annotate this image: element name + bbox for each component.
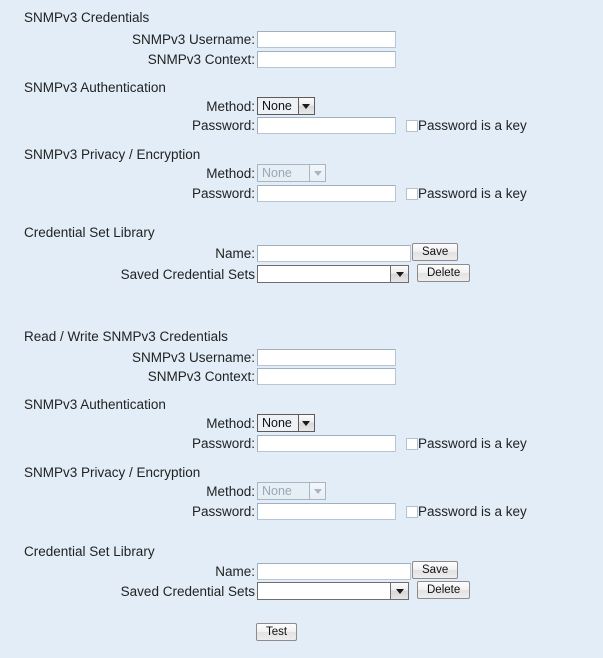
write-auth-method-row: Method: None bbox=[0, 413, 603, 435]
read-privacy-password-label: Password: bbox=[191, 186, 255, 201]
read-privacy-password-key-checkbox-wrap[interactable]: Password is a key bbox=[406, 183, 527, 205]
read-saved-sets-dropdown[interactable] bbox=[257, 265, 409, 283]
write-auth-password-label: Password: bbox=[191, 436, 255, 451]
write-saved-sets-value bbox=[258, 583, 390, 599]
read-auth-method-value: None bbox=[257, 97, 298, 115]
write-saved-sets-label: Saved Credential Sets bbox=[120, 584, 255, 599]
read-username-input[interactable] bbox=[257, 31, 396, 48]
read-auth-password-key-checkbox[interactable] bbox=[406, 120, 418, 132]
read-saved-sets-row: Saved Credential Sets Delete bbox=[0, 264, 603, 286]
write-privacy-method-row: Method: None bbox=[0, 481, 603, 503]
write-library-name-label: Name: bbox=[215, 564, 255, 579]
read-privacy-method-select: None bbox=[257, 164, 326, 182]
read-auth-password-input[interactable] bbox=[257, 117, 396, 134]
write-context-input[interactable] bbox=[257, 368, 396, 385]
read-auth-method-label: Method: bbox=[206, 99, 255, 114]
read-library-save-button[interactable]: Save bbox=[412, 243, 459, 261]
chevron-down-icon[interactable] bbox=[297, 97, 315, 115]
write-privacy-method-value: None bbox=[257, 482, 309, 500]
write-library-name-row: Name: Save bbox=[0, 561, 603, 583]
read-auth-password-label: Password: bbox=[191, 118, 255, 133]
read-library-heading: Credential Set Library bbox=[24, 225, 155, 240]
write-privacy-password-key-checkbox-wrap[interactable]: Password is a key bbox=[406, 501, 527, 523]
read-privacy-method-row: Method: None bbox=[0, 163, 603, 185]
read-auth-password-row: Password: Password is a key bbox=[0, 115, 603, 137]
read-library-name-input[interactable] bbox=[257, 245, 411, 262]
write-auth-heading: SNMPv3 Authentication bbox=[24, 397, 166, 412]
write-library-name-input[interactable] bbox=[257, 563, 411, 580]
write-privacy-password-row: Password: Password is a key bbox=[0, 501, 603, 523]
read-context-row: SNMPv3 Context: bbox=[0, 49, 603, 71]
read-auth-method-select[interactable]: None bbox=[257, 97, 315, 115]
write-privacy-password-key-label: Password is a key bbox=[418, 504, 527, 519]
write-library-heading: Credential Set Library bbox=[24, 544, 155, 559]
read-auth-password-key-checkbox-wrap[interactable]: Password is a key bbox=[406, 115, 527, 137]
read-privacy-password-key-checkbox[interactable] bbox=[406, 188, 418, 200]
read-library-delete-button[interactable]: Delete bbox=[417, 264, 471, 282]
chevron-down-icon bbox=[309, 482, 326, 500]
read-library-name-label: Name: bbox=[215, 246, 255, 261]
read-library-name-row: Name: Save bbox=[0, 243, 603, 265]
write-auth-password-key-label: Password is a key bbox=[418, 436, 527, 451]
write-username-row: SNMPv3 Username: bbox=[0, 347, 603, 369]
read-credentials-heading: SNMPv3 Credentials bbox=[24, 10, 150, 25]
chevron-down-icon[interactable] bbox=[390, 583, 408, 599]
read-privacy-heading: SNMPv3 Privacy / Encryption bbox=[24, 147, 201, 162]
read-privacy-method-label: Method: bbox=[206, 166, 255, 181]
chevron-down-icon[interactable] bbox=[390, 266, 408, 282]
write-username-input[interactable] bbox=[257, 349, 396, 366]
write-auth-password-key-checkbox[interactable] bbox=[406, 438, 418, 450]
read-privacy-method-value: None bbox=[257, 164, 309, 182]
read-privacy-password-row: Password: Password is a key bbox=[0, 183, 603, 205]
read-username-row: SNMPv3 Username: bbox=[0, 29, 603, 51]
write-auth-method-label: Method: bbox=[206, 416, 255, 431]
chevron-down-icon[interactable] bbox=[297, 414, 315, 432]
read-auth-heading: SNMPv3 Authentication bbox=[24, 80, 166, 95]
write-library-delete-button[interactable]: Delete bbox=[417, 581, 471, 599]
read-privacy-password-key-label: Password is a key bbox=[418, 186, 527, 201]
write-auth-password-row: Password: Password is a key bbox=[0, 433, 603, 455]
read-context-input[interactable] bbox=[257, 51, 396, 68]
write-username-label: SNMPv3 Username: bbox=[131, 350, 255, 365]
write-saved-sets-dropdown[interactable] bbox=[257, 582, 409, 600]
write-library-save-button[interactable]: Save bbox=[412, 561, 459, 579]
write-privacy-method-select: None bbox=[257, 482, 326, 500]
write-context-row: SNMPv3 Context: bbox=[0, 366, 603, 388]
write-auth-method-value: None bbox=[257, 414, 298, 432]
read-auth-method-row: Method: None bbox=[0, 96, 603, 118]
read-saved-sets-label: Saved Credential Sets bbox=[120, 267, 255, 282]
read-privacy-password-input[interactable] bbox=[257, 185, 396, 202]
write-auth-password-key-checkbox-wrap[interactable]: Password is a key bbox=[406, 433, 527, 455]
write-credentials-heading: Read / Write SNMPv3 Credentials bbox=[24, 329, 228, 344]
read-auth-password-key-label: Password is a key bbox=[418, 118, 527, 133]
write-privacy-password-input[interactable] bbox=[257, 503, 396, 520]
write-auth-method-select[interactable]: None bbox=[257, 414, 315, 432]
write-privacy-method-label: Method: bbox=[206, 484, 255, 499]
read-saved-sets-value bbox=[258, 266, 390, 282]
write-saved-sets-row: Saved Credential Sets Delete bbox=[0, 581, 603, 603]
read-username-label: SNMPv3 Username: bbox=[131, 32, 255, 47]
write-privacy-heading: SNMPv3 Privacy / Encryption bbox=[24, 465, 201, 480]
write-context-label: SNMPv3 Context: bbox=[147, 369, 255, 384]
test-button[interactable]: Test bbox=[256, 623, 297, 641]
chevron-down-icon bbox=[309, 164, 326, 182]
write-auth-password-input[interactable] bbox=[257, 435, 396, 452]
write-privacy-password-key-checkbox[interactable] bbox=[406, 506, 418, 518]
read-context-label: SNMPv3 Context: bbox=[147, 52, 255, 67]
write-privacy-password-label: Password: bbox=[191, 504, 255, 519]
